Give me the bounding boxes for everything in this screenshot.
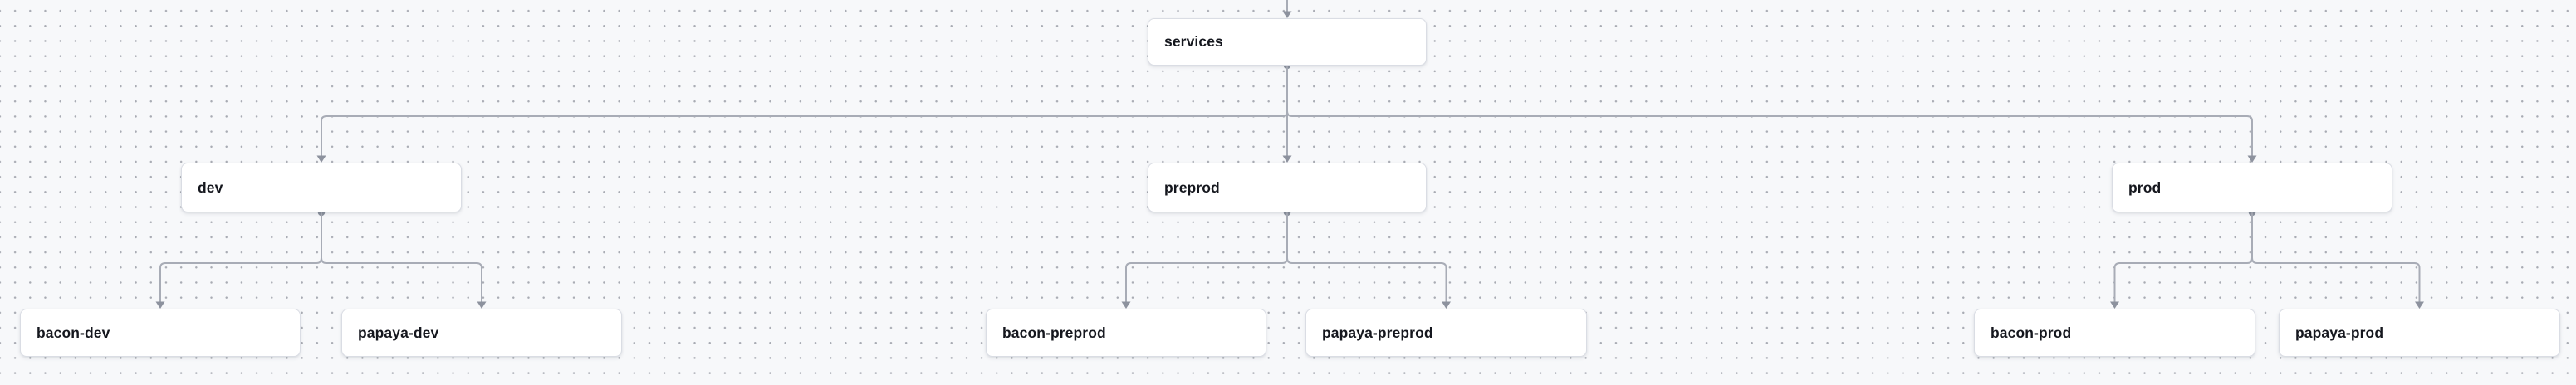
- node-label: preprod: [1164, 178, 1220, 196]
- node-papaya-preprod[interactable]: papaya-preprod: [1305, 309, 1587, 357]
- node-label: prod: [2128, 178, 2162, 196]
- node-label: papaya-dev: [358, 324, 439, 341]
- edge-services-dev-arrowhead: [316, 155, 326, 163]
- node-label: services: [1164, 33, 1223, 50]
- edge-dev-papaya-dev: [321, 212, 482, 304]
- node-bacon-prod[interactable]: bacon-prod: [1974, 309, 2255, 357]
- edge-dev-papaya-dev-arrowhead: [477, 301, 487, 309]
- node-label: dev: [198, 178, 223, 196]
- node-label: bacon-prod: [1991, 324, 2072, 341]
- edge-services-dev: [321, 66, 1288, 158]
- edge-prod-bacon-prod: [2113, 212, 2253, 304]
- edge-services-prod: [1286, 66, 2253, 158]
- node-dev[interactable]: dev: [181, 163, 462, 212]
- edge-root-services-arrowhead: [1282, 11, 1292, 18]
- edge-preprod-papaya-preprod-arrowhead: [1442, 301, 1451, 309]
- edge-preprod-bacon-preprod-arrowhead: [1121, 301, 1131, 309]
- edge-prod-papaya-prod: [2251, 212, 2421, 304]
- node-papaya-prod[interactable]: papaya-prod: [2279, 309, 2560, 357]
- node-services[interactable]: services: [1148, 18, 1427, 66]
- node-label: bacon-preprod: [1002, 324, 1106, 341]
- node-bacon-preprod[interactable]: bacon-preprod: [986, 309, 1266, 357]
- edge-dev-bacon-dev: [159, 212, 322, 304]
- edge-preprod-bacon-preprod: [1125, 212, 1288, 304]
- node-prod[interactable]: prod: [2112, 163, 2392, 212]
- edge-prod-papaya-prod-arrowhead: [2415, 301, 2424, 309]
- node-label: papaya-prod: [2295, 324, 2384, 341]
- edge-preprod-papaya-preprod: [1286, 212, 1447, 304]
- edge-services-prod-arrowhead: [2247, 155, 2257, 163]
- node-papaya-dev[interactable]: papaya-dev: [341, 309, 622, 357]
- node-label: bacon-dev: [37, 324, 110, 341]
- edge-services-preprod-arrowhead: [1282, 155, 1292, 163]
- edge-dev-bacon-dev-arrowhead: [155, 301, 165, 309]
- node-preprod[interactable]: preprod: [1148, 163, 1427, 212]
- edge-prod-bacon-prod-arrowhead: [2110, 301, 2119, 309]
- node-bacon-dev[interactable]: bacon-dev: [20, 309, 301, 357]
- node-label: papaya-preprod: [1322, 324, 1433, 341]
